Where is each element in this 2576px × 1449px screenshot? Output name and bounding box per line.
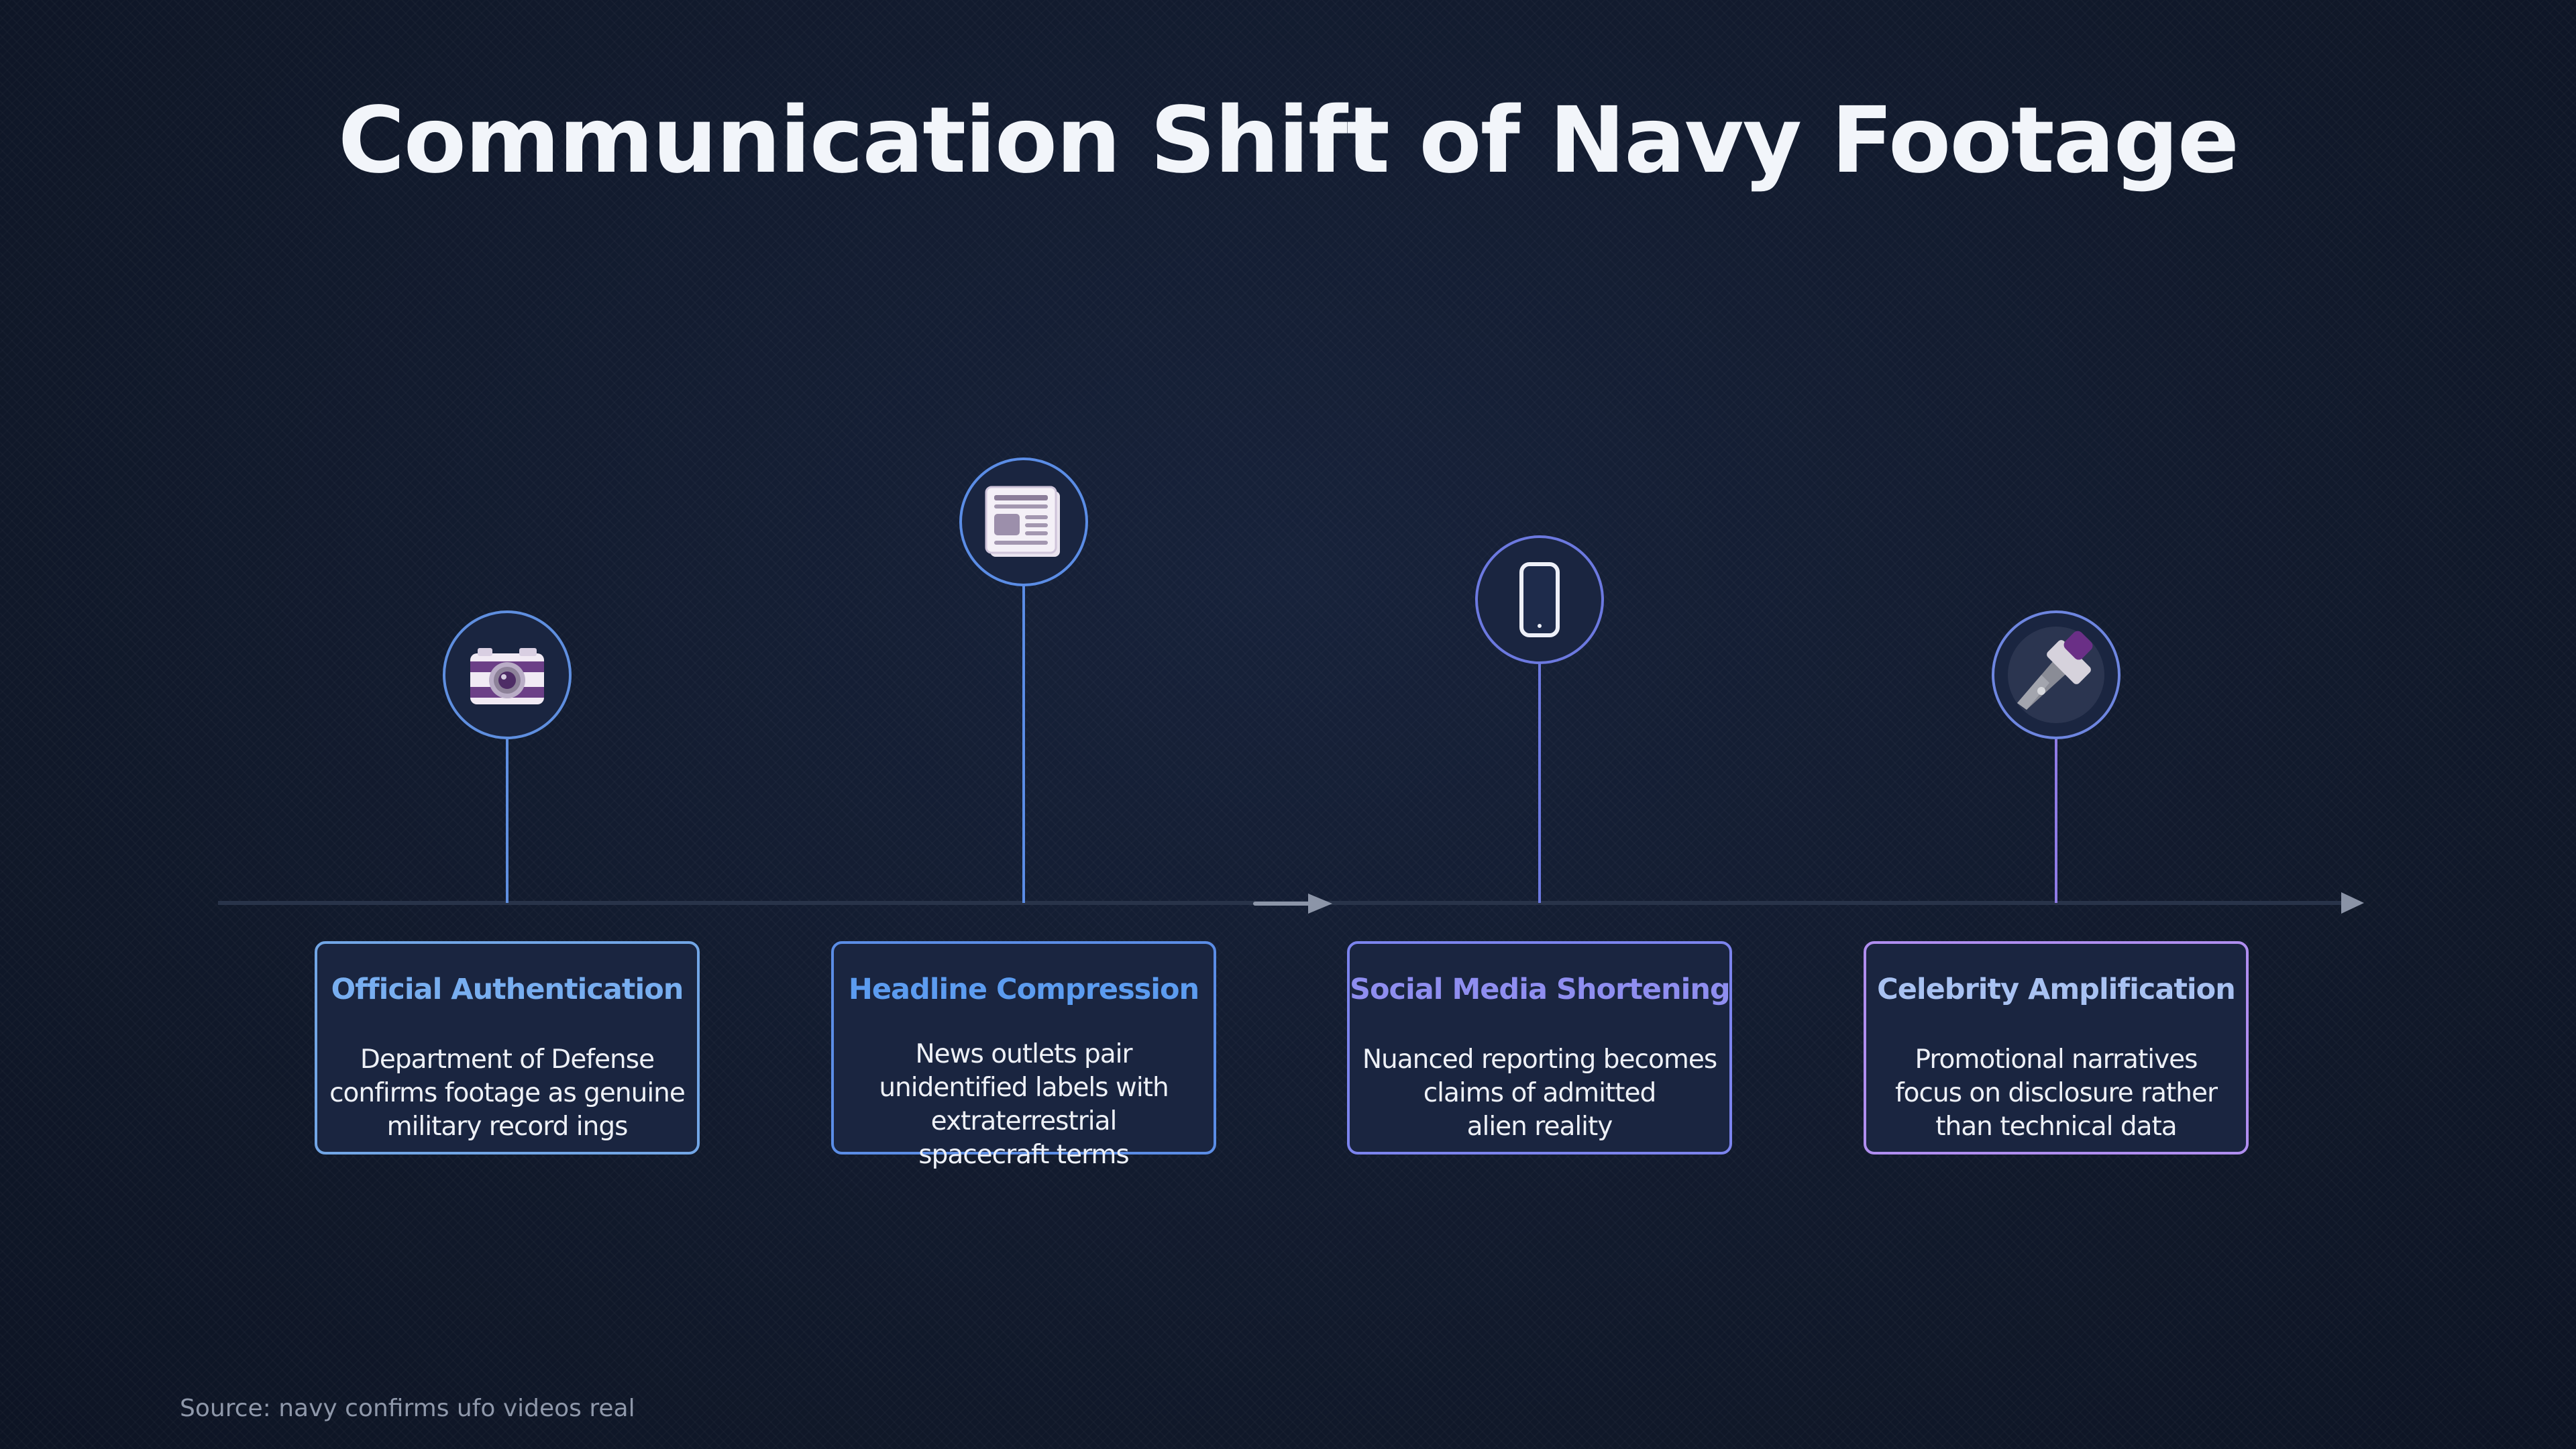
stage-card: Official Authentication Department of De… — [315, 941, 700, 1155]
stage-node — [1475, 535, 1604, 664]
progress-arrowhead — [1308, 894, 1332, 914]
stage-description: Promotional narratives focus on disclosu… — [1866, 1043, 2246, 1144]
stage-card: Social Media Shortening Nuanced reportin… — [1347, 941, 1732, 1155]
stage-description: News outlets pair unidentified labels wi… — [834, 1038, 1214, 1172]
description-line: confirms footage as genuine — [329, 1078, 686, 1108]
timeline-arrowhead — [2341, 892, 2364, 914]
stage-title: Headline Compression — [848, 973, 1199, 1006]
camera-icon — [470, 648, 544, 704]
stage-connector — [1022, 585, 1025, 903]
description-line: than technical data — [1935, 1112, 2177, 1142]
progress-arrow — [1253, 902, 1313, 906]
description-line: Department of Defense — [360, 1044, 655, 1075]
stage-connector — [1538, 663, 1541, 903]
stage-card: Celebrity Amplification Promotional narr… — [1864, 941, 2249, 1155]
description-line: claims of admitted — [1423, 1078, 1657, 1108]
description-line: alien reality — [1466, 1112, 1613, 1142]
stage-title: Celebrity Amplification — [1877, 973, 2236, 1006]
stage-title: Official Authentication — [331, 973, 684, 1006]
description-line: unidentified labels with — [879, 1073, 1169, 1103]
stage-node — [1992, 610, 2121, 739]
description-line: extraterrestrial — [930, 1106, 1118, 1136]
description-line: focus on disclosure rather — [1894, 1078, 2218, 1108]
description-line: spacecraft terms — [918, 1140, 1129, 1170]
stage-node — [443, 610, 572, 739]
stage-connector — [2055, 738, 2057, 903]
stage-description: Department of Defense confirms footage a… — [317, 1043, 697, 1144]
source-caption: Source: navy confirms ufo videos real — [180, 1395, 635, 1422]
newspaper-icon — [985, 486, 1060, 557]
description-line: Promotional narratives — [1915, 1044, 2198, 1075]
stage-node — [959, 458, 1088, 586]
microphone-icon — [2008, 627, 2104, 723]
page-title: Communication Shift of Navy Footage — [337, 88, 2239, 194]
stage-title: Social Media Shortening — [1350, 973, 1731, 1006]
stage-card: Headline Compression News outlets pair u… — [831, 941, 1216, 1170]
stage-description: Nuanced reporting becomes claims of admi… — [1350, 1043, 1729, 1144]
description-line: News outlets pair — [915, 1039, 1132, 1069]
smartphone-icon — [1519, 562, 1560, 637]
description-line: Nuanced reporting becomes — [1362, 1044, 1717, 1075]
stage-connector — [506, 738, 508, 903]
description-line: military record ings — [386, 1112, 629, 1142]
